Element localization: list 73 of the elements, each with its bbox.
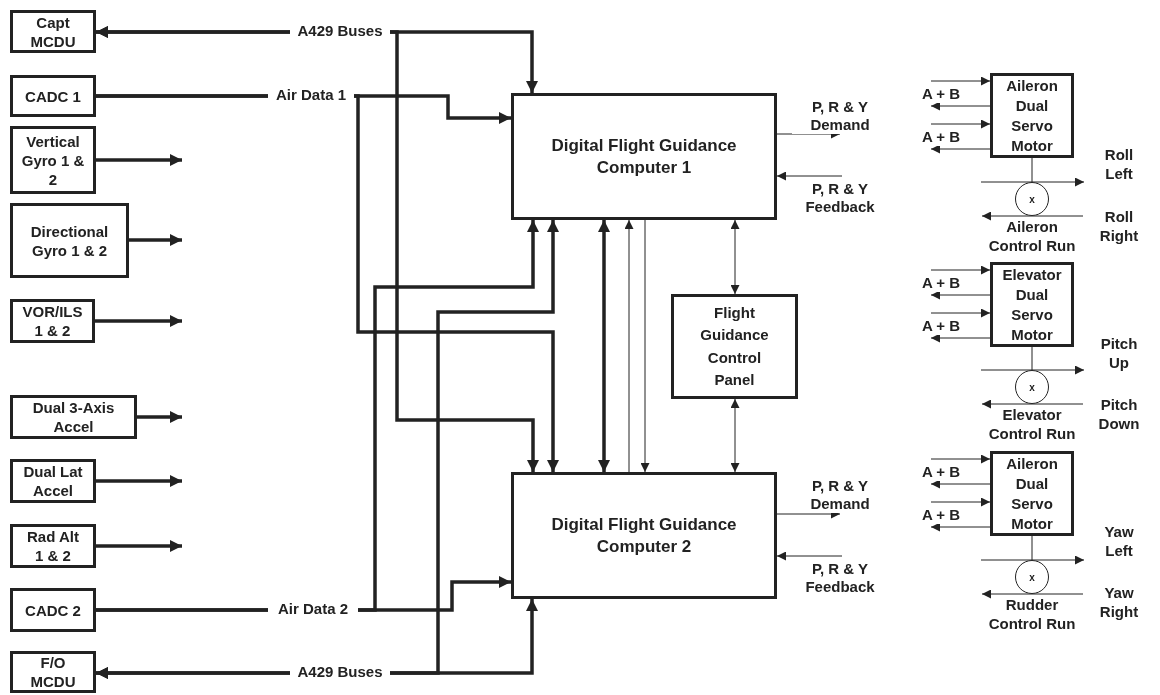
node-label: Rad Alt 1 & 2 <box>26 527 80 565</box>
connector-arrow <box>930 308 991 318</box>
connector-arrow <box>930 333 991 343</box>
block-box <box>10 651 96 693</box>
connector-arrow <box>930 497 991 507</box>
block-box <box>511 472 777 599</box>
block-box <box>990 262 1074 347</box>
direction-label: Yaw Right <box>1098 583 1140 621</box>
node-label: CADC 2 <box>25 600 81 620</box>
direction-label: Roll Left <box>1103 145 1135 183</box>
block-box <box>10 75 96 117</box>
connector-arrow <box>96 94 559 472</box>
node-label: Aileron Dual Servo Motor <box>1005 453 1059 534</box>
connector-arrow <box>730 398 740 473</box>
node-label: Digital Flight Guidance Computer 2 <box>550 513 738 558</box>
block-box <box>10 459 96 503</box>
connector-arrow <box>930 290 991 300</box>
connector-arrow <box>598 220 610 472</box>
block-box <box>10 126 96 194</box>
connector-arrow <box>96 475 182 487</box>
block-box <box>10 588 96 632</box>
node-label: CADC 1 <box>25 86 81 106</box>
connector-arrow <box>624 219 634 473</box>
block-box <box>10 395 137 439</box>
connector-arrow <box>96 220 539 612</box>
connector-arrow <box>640 219 650 473</box>
node-label: Elevator Dual Servo Motor <box>1001 264 1063 345</box>
node-label: x <box>1029 380 1035 395</box>
connector-arrow <box>96 540 182 552</box>
block-box <box>10 10 96 53</box>
node-label: x <box>1029 192 1035 207</box>
connector-arrow <box>930 144 991 154</box>
control-run-label: Rudder Control Run <box>987 595 1077 633</box>
node-label: VOR/ILS 1 & 2 <box>21 302 84 340</box>
node-label: Dual 3-Axis Accel <box>31 398 116 436</box>
connector-arrow <box>129 234 182 246</box>
node-label: Flight Guidance Control Panel <box>699 302 770 390</box>
direction-label: Yaw Left <box>1103 522 1135 560</box>
connector-arrow <box>137 411 182 423</box>
control-run-label: Aileron Control Run <box>987 217 1077 255</box>
connector-arrow <box>96 26 539 472</box>
node-label: Vertical Gyro 1 & 2 <box>21 131 85 189</box>
connector-arrow <box>930 522 991 532</box>
connector-arrow <box>96 154 182 166</box>
direction-label: Pitch Up <box>1099 334 1139 372</box>
node-label: x <box>1029 570 1035 585</box>
connector-arrow <box>930 265 991 275</box>
connector-arrow <box>930 479 991 489</box>
node-label: Capt MCDU <box>29 12 77 51</box>
direction-label: Roll Right <box>1098 207 1140 245</box>
block-box <box>10 524 96 568</box>
block-box <box>990 451 1074 536</box>
connector-arrow <box>930 119 991 129</box>
connector-arrow <box>930 454 991 464</box>
block-box <box>990 73 1074 158</box>
block-box <box>10 203 129 278</box>
connector-arrow <box>930 76 991 86</box>
block-box <box>511 93 777 220</box>
node-label: F/O MCDU <box>29 653 77 691</box>
node-label: Dual Lat Accel <box>22 462 84 500</box>
connector-arrow <box>96 220 559 679</box>
connector-arrow <box>95 315 182 327</box>
connector-arrow <box>730 219 740 295</box>
node-label: Digital Flight Guidance Computer 1 <box>550 134 738 179</box>
node-label: Aileron Dual Servo Motor <box>1005 75 1059 156</box>
control-run-label: Elevator Control Run <box>987 405 1077 443</box>
node-label: Directional Gyro 1 & 2 <box>29 221 110 260</box>
block-box <box>10 299 95 343</box>
connector-arrow <box>930 101 991 111</box>
block-box <box>671 294 798 399</box>
connector-arrow <box>776 551 843 561</box>
direction-label: Pitch Down <box>1097 395 1141 433</box>
connector-arrow <box>776 171 843 181</box>
